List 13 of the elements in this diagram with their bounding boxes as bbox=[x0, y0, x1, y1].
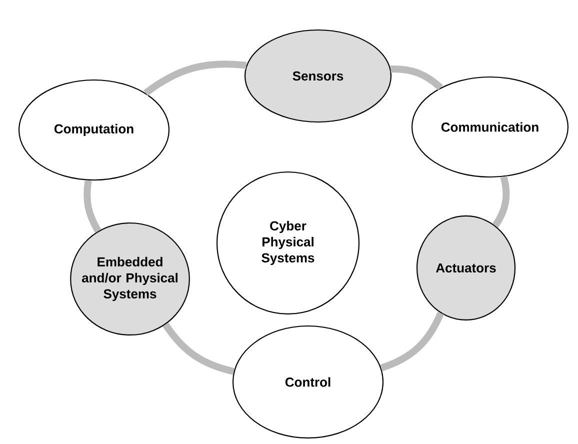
ring-segment bbox=[144, 60, 247, 96]
ellipse-node: Sensors bbox=[244, 29, 392, 123]
ring-segment bbox=[492, 176, 510, 228]
ring-segment bbox=[162, 322, 235, 375]
ring-segment bbox=[84, 180, 102, 233]
ellipse-node: Embedded and/or Physical Systems bbox=[70, 222, 190, 336]
ellipse-node: Cyber Physical Systems bbox=[216, 171, 360, 315]
ring-segment bbox=[390, 66, 443, 90]
ellipse-node: Actuators bbox=[416, 215, 516, 321]
ellipse-node: Computation bbox=[18, 79, 170, 181]
ellipse-node: Control bbox=[232, 325, 384, 439]
ellipse-node: Communication bbox=[411, 76, 569, 178]
ring-segment bbox=[380, 312, 444, 372]
